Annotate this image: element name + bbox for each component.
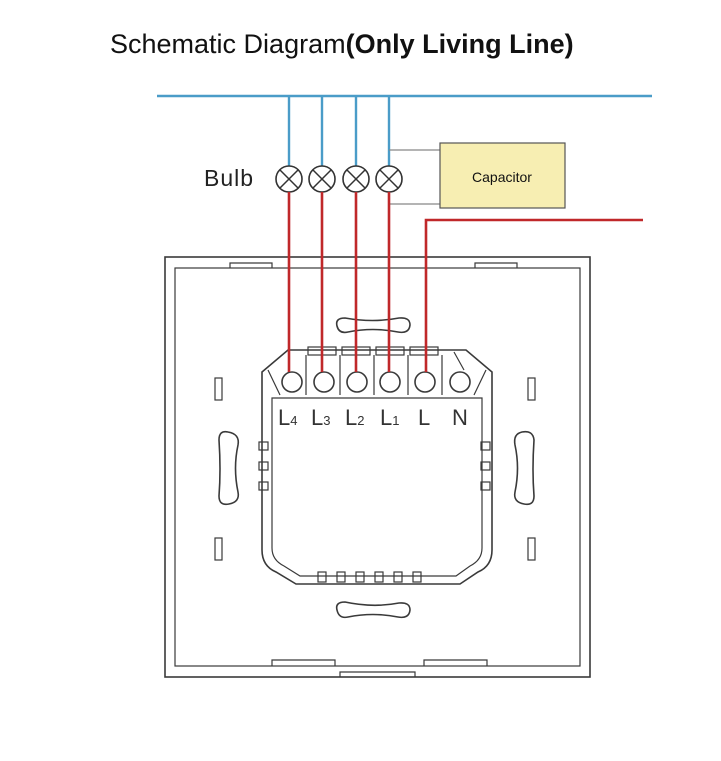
plate-tab — [423, 659, 488, 666]
capacitor-box — [439, 142, 566, 209]
bulb-icon — [375, 165, 403, 193]
terminal-screw-l1 — [379, 371, 401, 393]
terminal-screw-l3 — [313, 371, 335, 393]
module-clip — [258, 461, 269, 471]
plate-tab — [474, 262, 518, 268]
module-clip — [258, 441, 269, 451]
terminal-label-l2: L2 — [345, 405, 364, 430]
terminal-screw-l2 — [346, 371, 368, 393]
plate-notch — [214, 537, 223, 561]
terminal-divider — [267, 351, 487, 396]
terminal-screw-n — [449, 371, 471, 393]
switch-back-plate — [164, 256, 591, 678]
mounting-slot — [335, 317, 411, 334]
terminal-label-l: L — [418, 405, 430, 430]
switch-back-plate-inner — [174, 267, 581, 667]
module-clip — [258, 481, 269, 491]
terminal-divider — [305, 355, 443, 395]
bulb-label: Bulb — [204, 165, 254, 191]
module-pin — [412, 571, 422, 583]
capacitor-wire — [389, 149, 440, 205]
plate-tab — [271, 659, 336, 666]
terminal-label-l3: L3 — [311, 405, 330, 430]
plate-notch — [527, 377, 536, 401]
mounting-slot — [335, 601, 411, 619]
plate-notch — [214, 377, 223, 401]
live-input-wire — [424, 218, 643, 372]
terminal-label-n: N — [452, 405, 468, 430]
module-pin — [355, 571, 365, 583]
terminal-block — [409, 346, 439, 356]
module-clip — [480, 441, 491, 451]
plate-notch — [527, 537, 536, 561]
switch-module-inner — [271, 397, 483, 577]
plate-tab — [229, 262, 273, 268]
module-clip — [480, 481, 491, 491]
terminal-label-l4: L4 — [278, 405, 297, 430]
mounting-slot — [218, 430, 240, 506]
title-qualifier: (Only Living Line) — [346, 29, 574, 59]
mounting-slot — [513, 430, 535, 506]
plate-tab — [339, 671, 416, 677]
capacitor-label: Capacitor — [472, 169, 532, 185]
terminal-screw-l — [414, 371, 436, 393]
terminal-screw-l4 — [281, 371, 303, 393]
module-pin — [374, 571, 384, 583]
terminal-label-l1: L1 — [380, 405, 399, 430]
bulb-icon — [275, 165, 303, 193]
bulb-icon — [308, 165, 336, 193]
switch-module-body — [261, 349, 493, 585]
title-main: Schematic Diagram — [110, 29, 346, 59]
diagram-title: Schematic Diagram(Only Living Line) — [110, 29, 574, 59]
module-clip — [480, 461, 491, 471]
module-pin — [336, 571, 346, 583]
module-pin — [317, 571, 327, 583]
module-pin — [393, 571, 403, 583]
bulb-icon — [342, 165, 370, 193]
